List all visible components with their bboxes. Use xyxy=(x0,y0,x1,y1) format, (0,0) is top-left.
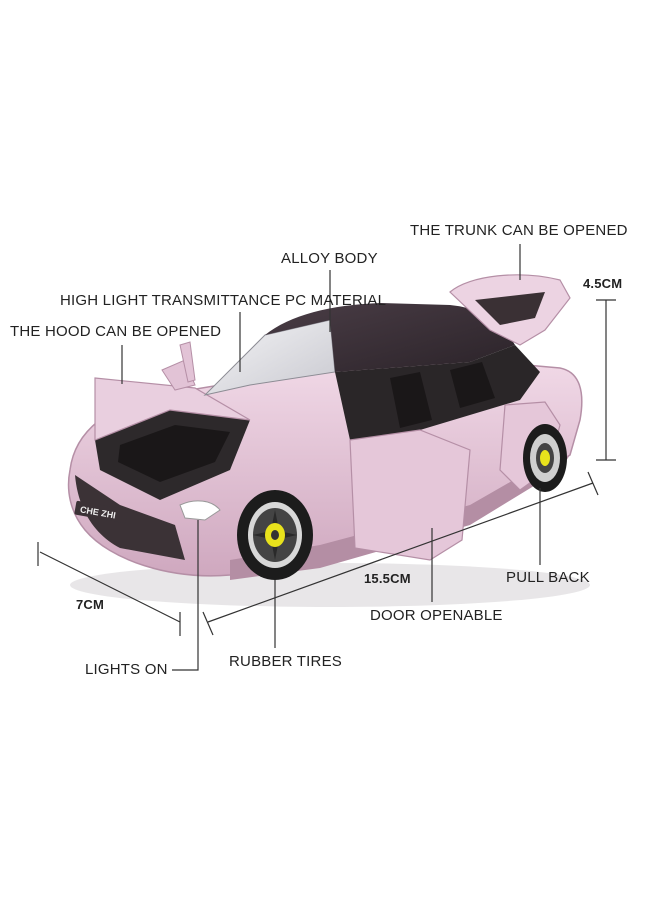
label-trunk: THE TRUNK CAN BE OPENED xyxy=(410,222,628,239)
label-hood: THE HOOD CAN BE OPENED xyxy=(10,323,222,340)
frunk-inner xyxy=(118,425,230,482)
trunk-lid-inner xyxy=(475,292,545,325)
label-lights-on: LIGHTS ON xyxy=(85,661,168,678)
label-rubber-tires: RUBBER TIRES xyxy=(229,653,342,670)
front-intake xyxy=(75,475,185,560)
annotation-lines xyxy=(121,244,541,671)
front-wheel xyxy=(237,490,313,580)
open-front-door xyxy=(349,429,471,561)
mirror-stalk xyxy=(179,341,196,383)
headlight xyxy=(179,500,221,521)
panoramic-roof xyxy=(265,303,515,372)
dimension-lines xyxy=(37,299,616,636)
label-height-dimension: 4.5CM xyxy=(583,276,623,291)
side-skirt xyxy=(230,455,570,580)
license-plate xyxy=(74,500,128,524)
rear-wheel xyxy=(523,424,567,492)
label-pull-back: PULL BACK xyxy=(506,569,590,586)
label-door-openable: DOOR OPENABLE xyxy=(370,607,503,624)
label-alloy-body: ALLOY BODY xyxy=(281,250,378,267)
label-pc-material: HIGH LIGHT TRANSMITTANCE PC MATERIAL xyxy=(60,292,387,309)
seat xyxy=(390,372,432,428)
seat-rear xyxy=(450,362,495,408)
label-width-dimension: 7CM xyxy=(76,597,105,612)
label-length-dimension: 15.5CM xyxy=(364,571,411,586)
interior-cabin xyxy=(335,345,540,440)
